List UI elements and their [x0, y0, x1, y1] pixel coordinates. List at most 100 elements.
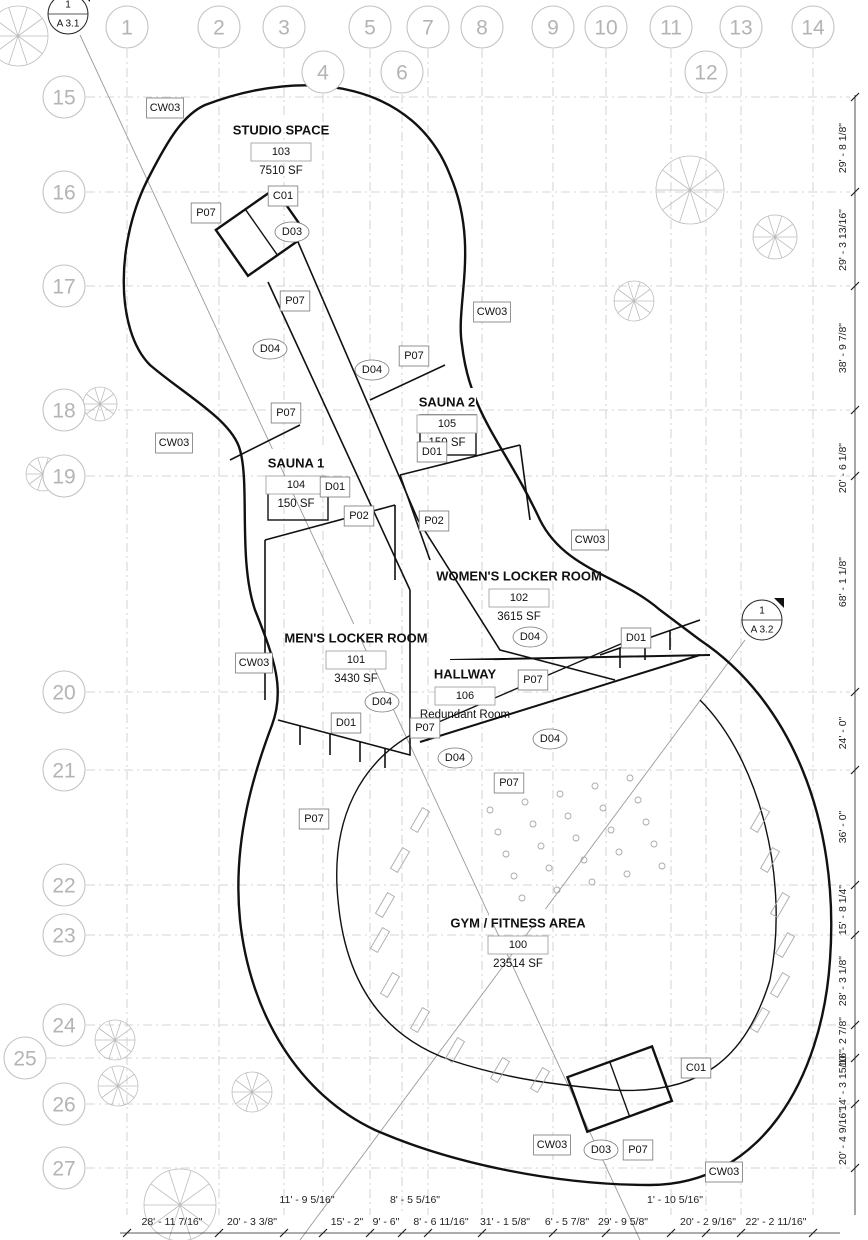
tag-label: C01: [273, 190, 293, 202]
tree-branch: [114, 1020, 122, 1041]
element-tag: CW03: [155, 432, 193, 454]
tree-branch: [633, 300, 641, 321]
machine: [650, 840, 658, 848]
tag-label: CW03: [159, 437, 190, 449]
dim-tick: [850, 1020, 860, 1030]
tree-branch: [251, 1091, 259, 1112]
element-tag: CW03: [705, 1161, 743, 1183]
tag-label: CW03: [477, 306, 508, 318]
door-tag: D04: [512, 626, 548, 648]
grid-bubble-circle: [406, 5, 450, 49]
grid-bubble-label: 16: [52, 182, 75, 205]
tag-label: CW03: [709, 1166, 740, 1178]
machine: [599, 804, 607, 812]
door-tag-ellipse: [252, 338, 288, 360]
grid-bubble-circle: [684, 50, 728, 94]
grid-bubble: 4: [301, 50, 345, 94]
grid-bubble-circle: [348, 5, 392, 49]
grid-bubble: 27: [42, 1146, 86, 1190]
dim-tick: [279, 1228, 289, 1238]
door-tag-ellipse: [274, 221, 310, 243]
tag-label: P07: [523, 674, 543, 686]
machine: [591, 782, 599, 790]
tag-label: P07: [196, 207, 216, 219]
machine: [626, 774, 634, 782]
grid-bubble-label: 9: [547, 17, 559, 40]
grid-bubble-label: 25: [13, 1048, 36, 1071]
tag-box: [620, 627, 652, 649]
dim-label-right: 24' - 0": [837, 716, 849, 749]
tag-box: [416, 441, 448, 463]
room-name-bg: [418, 388, 476, 404]
dim-tick: [548, 1228, 558, 1238]
grid-bubble-label: 12: [694, 62, 717, 85]
room-name-bg: [252, 116, 310, 132]
section-number: 1: [65, 0, 71, 11]
dim-tick: [850, 880, 860, 890]
men-locker-stalls: [277, 690, 411, 768]
tag-box: [319, 476, 351, 498]
tree-branch: [114, 1039, 122, 1060]
tree-branch: [235, 1079, 253, 1093]
dim-label-bottom: 29' - 9 5/8": [598, 1216, 648, 1228]
tree-branch: [633, 281, 641, 302]
tree: [97, 1065, 139, 1107]
machine: [615, 848, 623, 856]
grid-bubble-label: 21: [52, 760, 75, 783]
machine: [564, 812, 572, 820]
dim-tick: [666, 1228, 676, 1238]
door-tag-label: D03: [282, 226, 302, 238]
gym-inner-wall-2: [419, 654, 711, 743]
tree-branch: [774, 236, 794, 251]
bench: [444, 1036, 466, 1064]
gym-equipment: [369, 774, 796, 1094]
door-tag: D04: [437, 747, 473, 769]
element-tag: P07: [298, 808, 330, 830]
bench: [409, 1006, 431, 1034]
bench: [374, 891, 396, 919]
tree-branch: [99, 393, 114, 405]
dim-label-right: 15' - 8 1/4": [837, 885, 849, 935]
tag-box: [267, 185, 299, 207]
tag-label: CW03: [537, 1139, 568, 1151]
machine: [634, 796, 642, 804]
dim-label-bottom: 8' - 5 5/16": [390, 1194, 440, 1206]
tag-box: [418, 510, 450, 532]
tree-branch: [86, 393, 101, 405]
door-tag: D03: [274, 221, 310, 243]
right-dimension-strings: 29' - 8 1/8"29' - 3 13/16"38' - 9 7/8"20…: [837, 92, 860, 1215]
tag-box: [517, 669, 549, 691]
tag-label: CW03: [150, 102, 181, 114]
tree-branch: [0, 22, 19, 37]
tag-box: [298, 808, 330, 830]
grid-bubble-label: 3: [278, 17, 290, 40]
tree-branch: [99, 403, 114, 415]
grid-bubble: 18: [42, 388, 86, 432]
section-arrow: [88, 0, 90, 2]
element-tag: D01: [620, 627, 652, 649]
room-name-bg: [267, 449, 325, 465]
sauna-1-wall: [229, 424, 396, 700]
tag-label: CW03: [575, 534, 606, 546]
grid-bubble-label: 4: [317, 62, 329, 85]
grid-bubble: 16: [42, 170, 86, 214]
grid-bubble: 21: [42, 748, 86, 792]
bench: [489, 1056, 511, 1084]
door-tag: D03: [583, 1139, 619, 1161]
tree-branch: [111, 1085, 119, 1106]
dim-tick: [850, 1053, 860, 1063]
tree-branch: [86, 403, 101, 415]
tree-branch: [679, 189, 691, 223]
section-number: 1: [759, 606, 765, 617]
grid-bubble: 23: [42, 913, 86, 957]
tree-branch: [99, 387, 106, 405]
element-tag: D01: [319, 476, 351, 498]
grid-bubble: 9: [531, 5, 575, 49]
dim-tick: [365, 1228, 375, 1238]
grid-bubble-label: 24: [52, 1015, 76, 1038]
building-outline: [122, 84, 833, 1187]
bench: [769, 891, 791, 919]
tree-branch: [108, 1039, 116, 1060]
